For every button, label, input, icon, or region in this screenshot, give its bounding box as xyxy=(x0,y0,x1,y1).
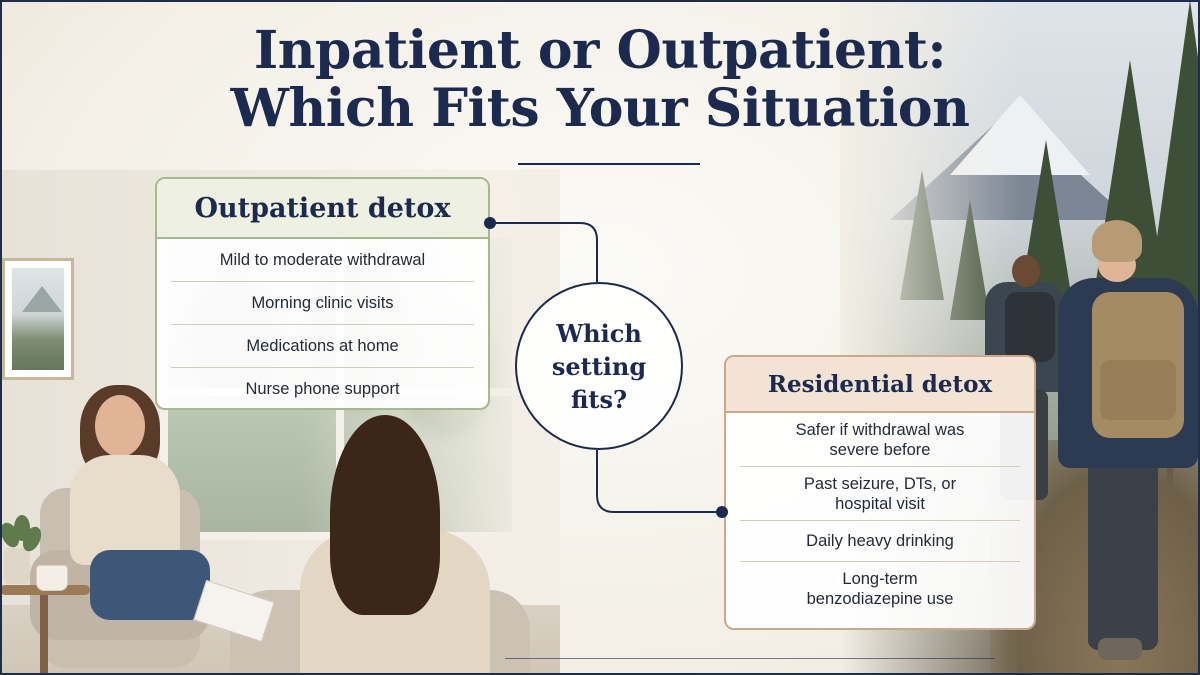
center-line-3: fits? xyxy=(570,384,628,414)
mug xyxy=(36,565,68,591)
therapist xyxy=(95,395,145,457)
title-divider xyxy=(518,163,700,165)
connector-dot-outpatient xyxy=(484,217,496,229)
residential-item-line: benzodiazepine use xyxy=(806,589,954,608)
residential-item-line: Daily heavy drinking xyxy=(806,532,954,550)
outpatient-card-header: Outpatient detox xyxy=(157,179,488,239)
residential-item-line: hospital visit xyxy=(835,494,925,513)
outpatient-item: Medications at home xyxy=(171,325,474,368)
plant xyxy=(4,548,30,584)
page-title: Inpatient or Outpatient: Which Fits Your… xyxy=(150,22,1050,138)
residential-item-line: Past seizure, DTs, or xyxy=(803,474,957,493)
residential-item: Daily heavy drinking xyxy=(740,521,1020,562)
residential-heading: Residential detox xyxy=(767,370,993,398)
residential-item-line: Long-term xyxy=(842,569,918,588)
outpatient-card: Outpatient detox Mild to moderate withdr… xyxy=(155,177,490,410)
outpatient-item: Mild to moderate withdrawal xyxy=(171,239,474,282)
beanie xyxy=(1092,220,1142,262)
residential-item: Safer if withdrawal was severe before xyxy=(740,413,1020,467)
center-line-1: Which xyxy=(556,318,642,348)
residential-item-line: Safer if withdrawal was xyxy=(795,420,965,439)
bottom-divider xyxy=(505,658,995,659)
client xyxy=(330,415,440,615)
title-line-1: Inpatient or Outpatient: xyxy=(253,20,947,81)
residential-item: Long-term benzodiazepine use xyxy=(740,562,1020,615)
center-question-circle: Which setting fits? xyxy=(515,282,683,450)
connector-dot-residential xyxy=(716,506,728,518)
outpatient-heading: Outpatient detox xyxy=(194,192,451,224)
residential-card-header: Residential detox xyxy=(726,357,1034,413)
backpack xyxy=(1005,292,1055,362)
title-line-2: Which Fits Your Situation xyxy=(230,78,970,139)
center-line-2: setting xyxy=(551,351,647,381)
connector-top xyxy=(490,222,598,282)
outpatient-item: Nurse phone support xyxy=(245,380,400,398)
mountain-painting xyxy=(2,258,74,380)
residential-card: Residential detox Safer if withdrawal wa… xyxy=(724,355,1036,630)
connector-bottom xyxy=(596,450,722,513)
residential-item-line: severe before xyxy=(829,440,931,459)
outpatient-item: Morning clinic visits xyxy=(171,282,474,325)
residential-item: Past seizure, DTs, or hospital visit xyxy=(740,467,1020,521)
